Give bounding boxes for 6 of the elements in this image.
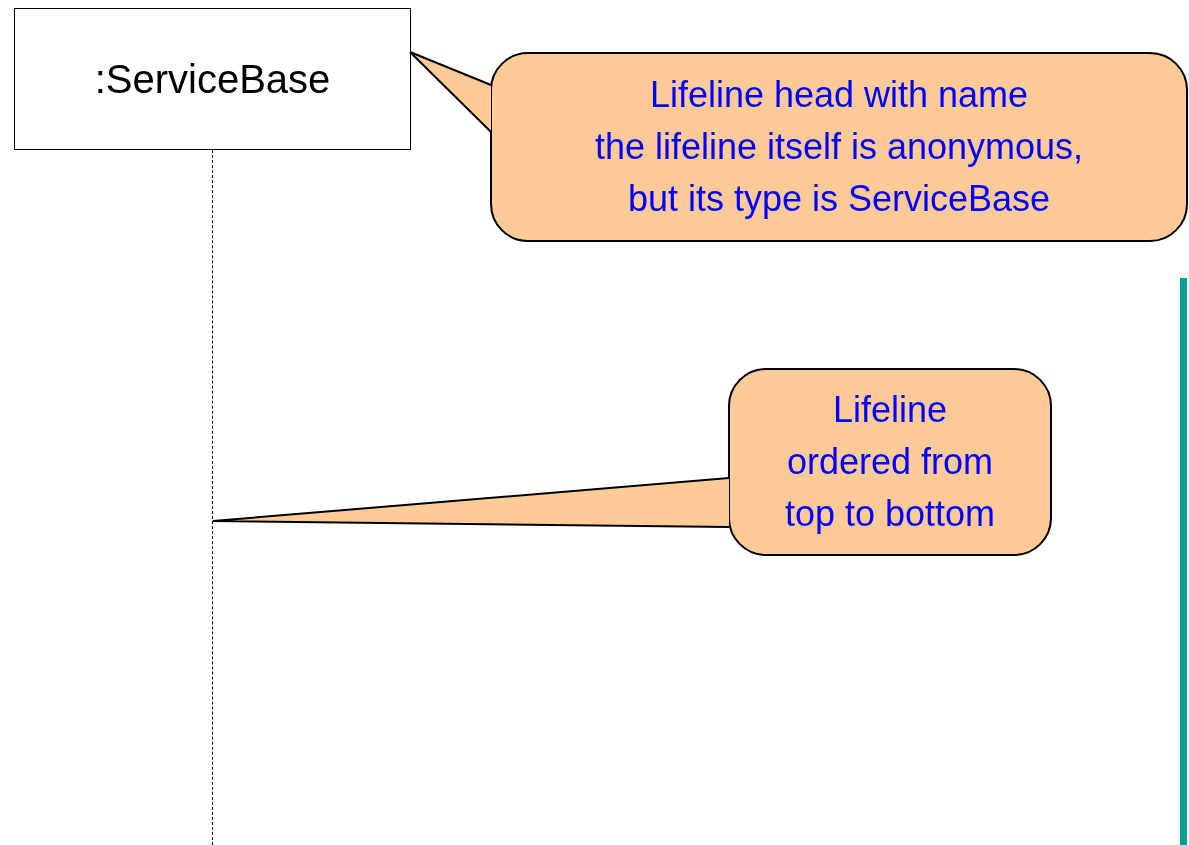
callout-text: the lifeline itself is anonymous, but its type is ServiceBase (593, 124, 1085, 222)
callout-text: Lifeline head with name (649, 72, 1029, 117)
lifeline-head-box: :ServiceBase (14, 8, 411, 150)
callout-box (490, 52, 1188, 242)
lifeline (212, 150, 214, 845)
callout-box: Lifeline ordered from top to bottom (728, 368, 1052, 556)
